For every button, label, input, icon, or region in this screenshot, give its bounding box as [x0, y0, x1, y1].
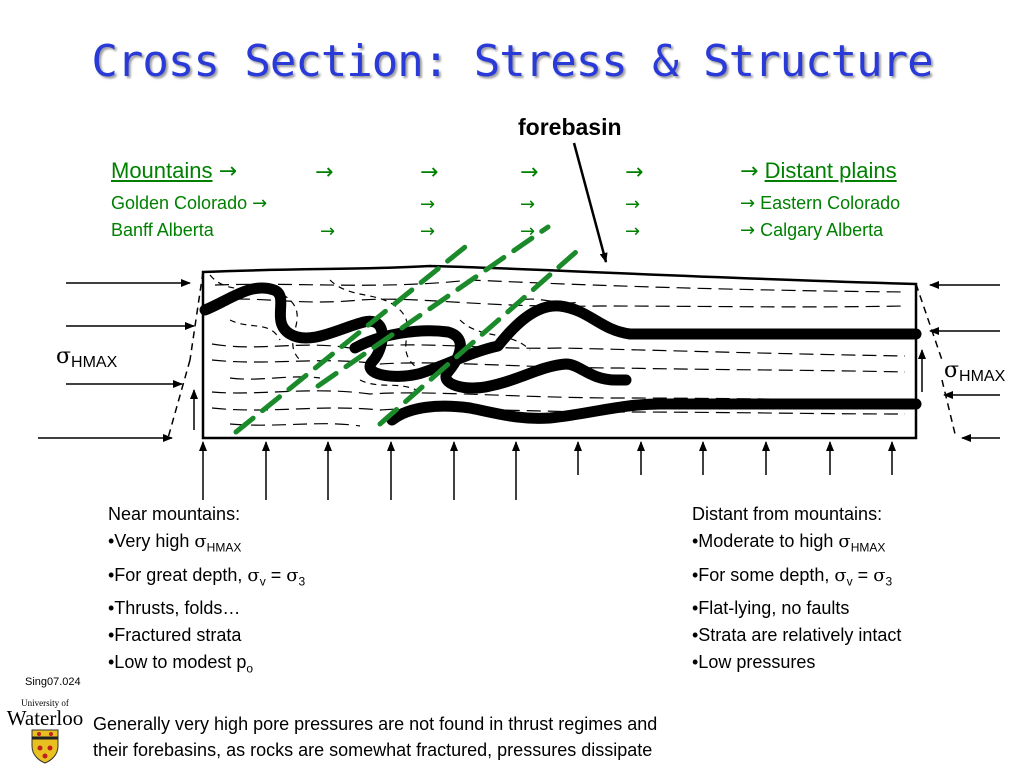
slide-code: Sing07.024: [25, 676, 81, 688]
university-logo: University of Waterloo: [2, 698, 88, 769]
row1-arrow-2: →: [315, 160, 334, 185]
footer-note: Generally very high pore pressures are n…: [93, 711, 833, 763]
row-distant-plains-label: → Distant plains: [740, 158, 897, 184]
row-banff-alberta-label: Banff Alberta: [111, 220, 214, 240]
left-stress-arrows: [38, 279, 195, 442]
footer-line-2: their forebasins, as rocks are somewhat …: [93, 740, 653, 760]
row1-arrow-4: →: [520, 160, 539, 185]
distant-item-3: •Flat-lying, no faults: [692, 598, 850, 619]
row3-arrow-1: →: [320, 221, 336, 242]
thick-strata-layers: [199, 282, 922, 426]
row1-arrow-3: →: [420, 160, 439, 185]
near-item-2: •For great depth, σv = σ3: [108, 564, 306, 589]
distant-item-1: •Moderate to high σHMAX: [692, 531, 886, 555]
distant-item-5: •Low pressures: [692, 652, 816, 673]
left-boundary-dashes: [167, 271, 204, 439]
row-golden-colorado-label: Golden Colorado →: [111, 193, 268, 214]
near-item-4: •Fractured strata: [108, 625, 242, 646]
row2-arrow-4: →: [625, 194, 641, 215]
distant-item-4: •Strata are relatively intact: [692, 625, 902, 646]
row1-arrow-5: →: [625, 160, 644, 185]
right-stress-arrows: [929, 281, 1000, 442]
near-item-3: •Thrusts, folds…: [108, 598, 241, 619]
near-heading: Near mountains:: [108, 504, 241, 524]
footer-line-1: Generally very high pore pressures are n…: [93, 714, 658, 734]
slide-title: Cross Section: Stress & Structure: [91, 36, 933, 87]
row-eastern-colorado-label: → Eastern Colorado: [740, 193, 901, 214]
row2-arrow-2: →: [420, 194, 436, 215]
right-boundary-dashes: [915, 283, 957, 439]
logo-line-1: University of: [21, 698, 69, 708]
distant-item-2: •For some depth, σv = σ3: [692, 564, 893, 589]
left-sigma-hmax-label: σHMAX: [56, 344, 118, 371]
thin-strata-lines: [211, 279, 906, 427]
forebasin-pointer-arrow: [572, 142, 608, 263]
logo-line-2: Waterloo: [6, 706, 84, 730]
row3-arrow-4: →: [625, 221, 641, 242]
near-item-5: •Low to modest po: [108, 652, 254, 676]
thrust-fault-lines: [233, 224, 579, 435]
bottom-upward-arrows: [199, 441, 896, 500]
near-item-1: •Very high σHMAX: [108, 531, 242, 555]
row3-arrow-2: →: [420, 221, 436, 242]
distant-mountains-list: Distant from mountains: •Moderate to hig…: [692, 501, 901, 676]
forebasin-label: forebasin: [518, 114, 622, 140]
crest-icon: [31, 729, 59, 764]
row2-arrow-3: →: [520, 194, 536, 215]
wavy-fold-lines: [209, 274, 531, 393]
distant-heading: Distant from mountains:: [692, 504, 883, 524]
row-mountains-label: Mountains →: [111, 158, 238, 184]
row-calgary-alberta-label: → Calgary Alberta: [740, 220, 884, 241]
right-sigma-hmax-label: σHMAX: [944, 358, 1006, 385]
near-mountains-list: Near mountains: •Very high σHMAX •For gr…: [108, 501, 305, 683]
